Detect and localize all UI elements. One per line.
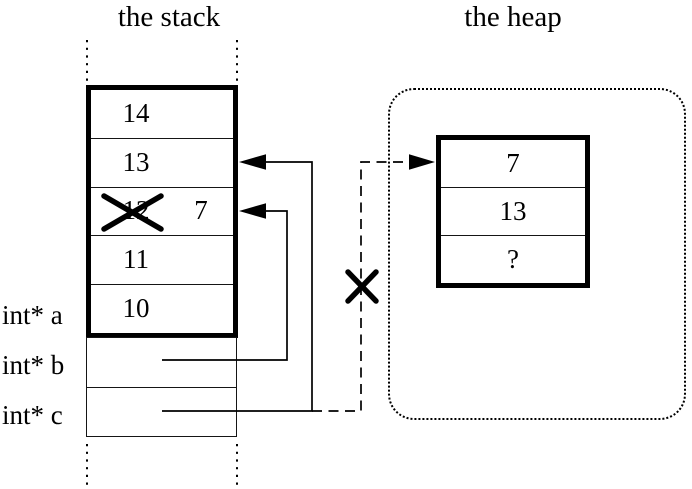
pointer-slot-b — [87, 338, 236, 387]
heap-cell-0: 7 — [441, 140, 585, 187]
stack-cell-old-value: 12 — [122, 195, 150, 226]
pointer-slot-c — [87, 386, 236, 437]
stack-frame-box: 14 13 12 7 11 10 — [86, 85, 238, 338]
stack-cell-new-value: 7 — [194, 195, 208, 226]
stack-cell-0: 14 — [91, 90, 233, 138]
stack-cell-4: 10 — [91, 284, 233, 333]
heap-cell-value: 13 — [499, 195, 527, 226]
stack-cell-1: 13 — [91, 137, 233, 187]
severed-pointer-x-icon — [345, 269, 379, 304]
heap-cell-value: 7 — [506, 147, 520, 178]
heap-cell-2: ? — [441, 235, 585, 283]
stack-title: the stack — [117, 1, 221, 33]
heap-cell-1: 13 — [441, 187, 585, 235]
stack-cell-value: 13 — [122, 146, 150, 177]
pointer-c-arrowhead-icon — [239, 154, 266, 170]
heap-object-box: 7 13 ? — [436, 135, 590, 288]
severed-pointer-x-icon — [345, 269, 379, 304]
stack-cell-2-overwritten: 12 7 — [91, 186, 233, 236]
pointer-label-c: int* c — [2, 400, 63, 430]
pointer-label-a: int* a — [2, 300, 63, 330]
stack-cell-value: 10 — [122, 293, 150, 324]
stack-cell-3: 11 — [91, 235, 233, 284]
heap-title: the heap — [464, 1, 562, 33]
stack-cell-value: 11 — [123, 244, 149, 275]
stack-cell-value: 14 — [122, 97, 150, 128]
heap-cell-value: ? — [507, 243, 519, 274]
pointer-label-b: int* b — [2, 350, 65, 380]
pointer-slots-box — [86, 337, 237, 437]
pointer-b-arrowhead-icon — [239, 203, 266, 219]
